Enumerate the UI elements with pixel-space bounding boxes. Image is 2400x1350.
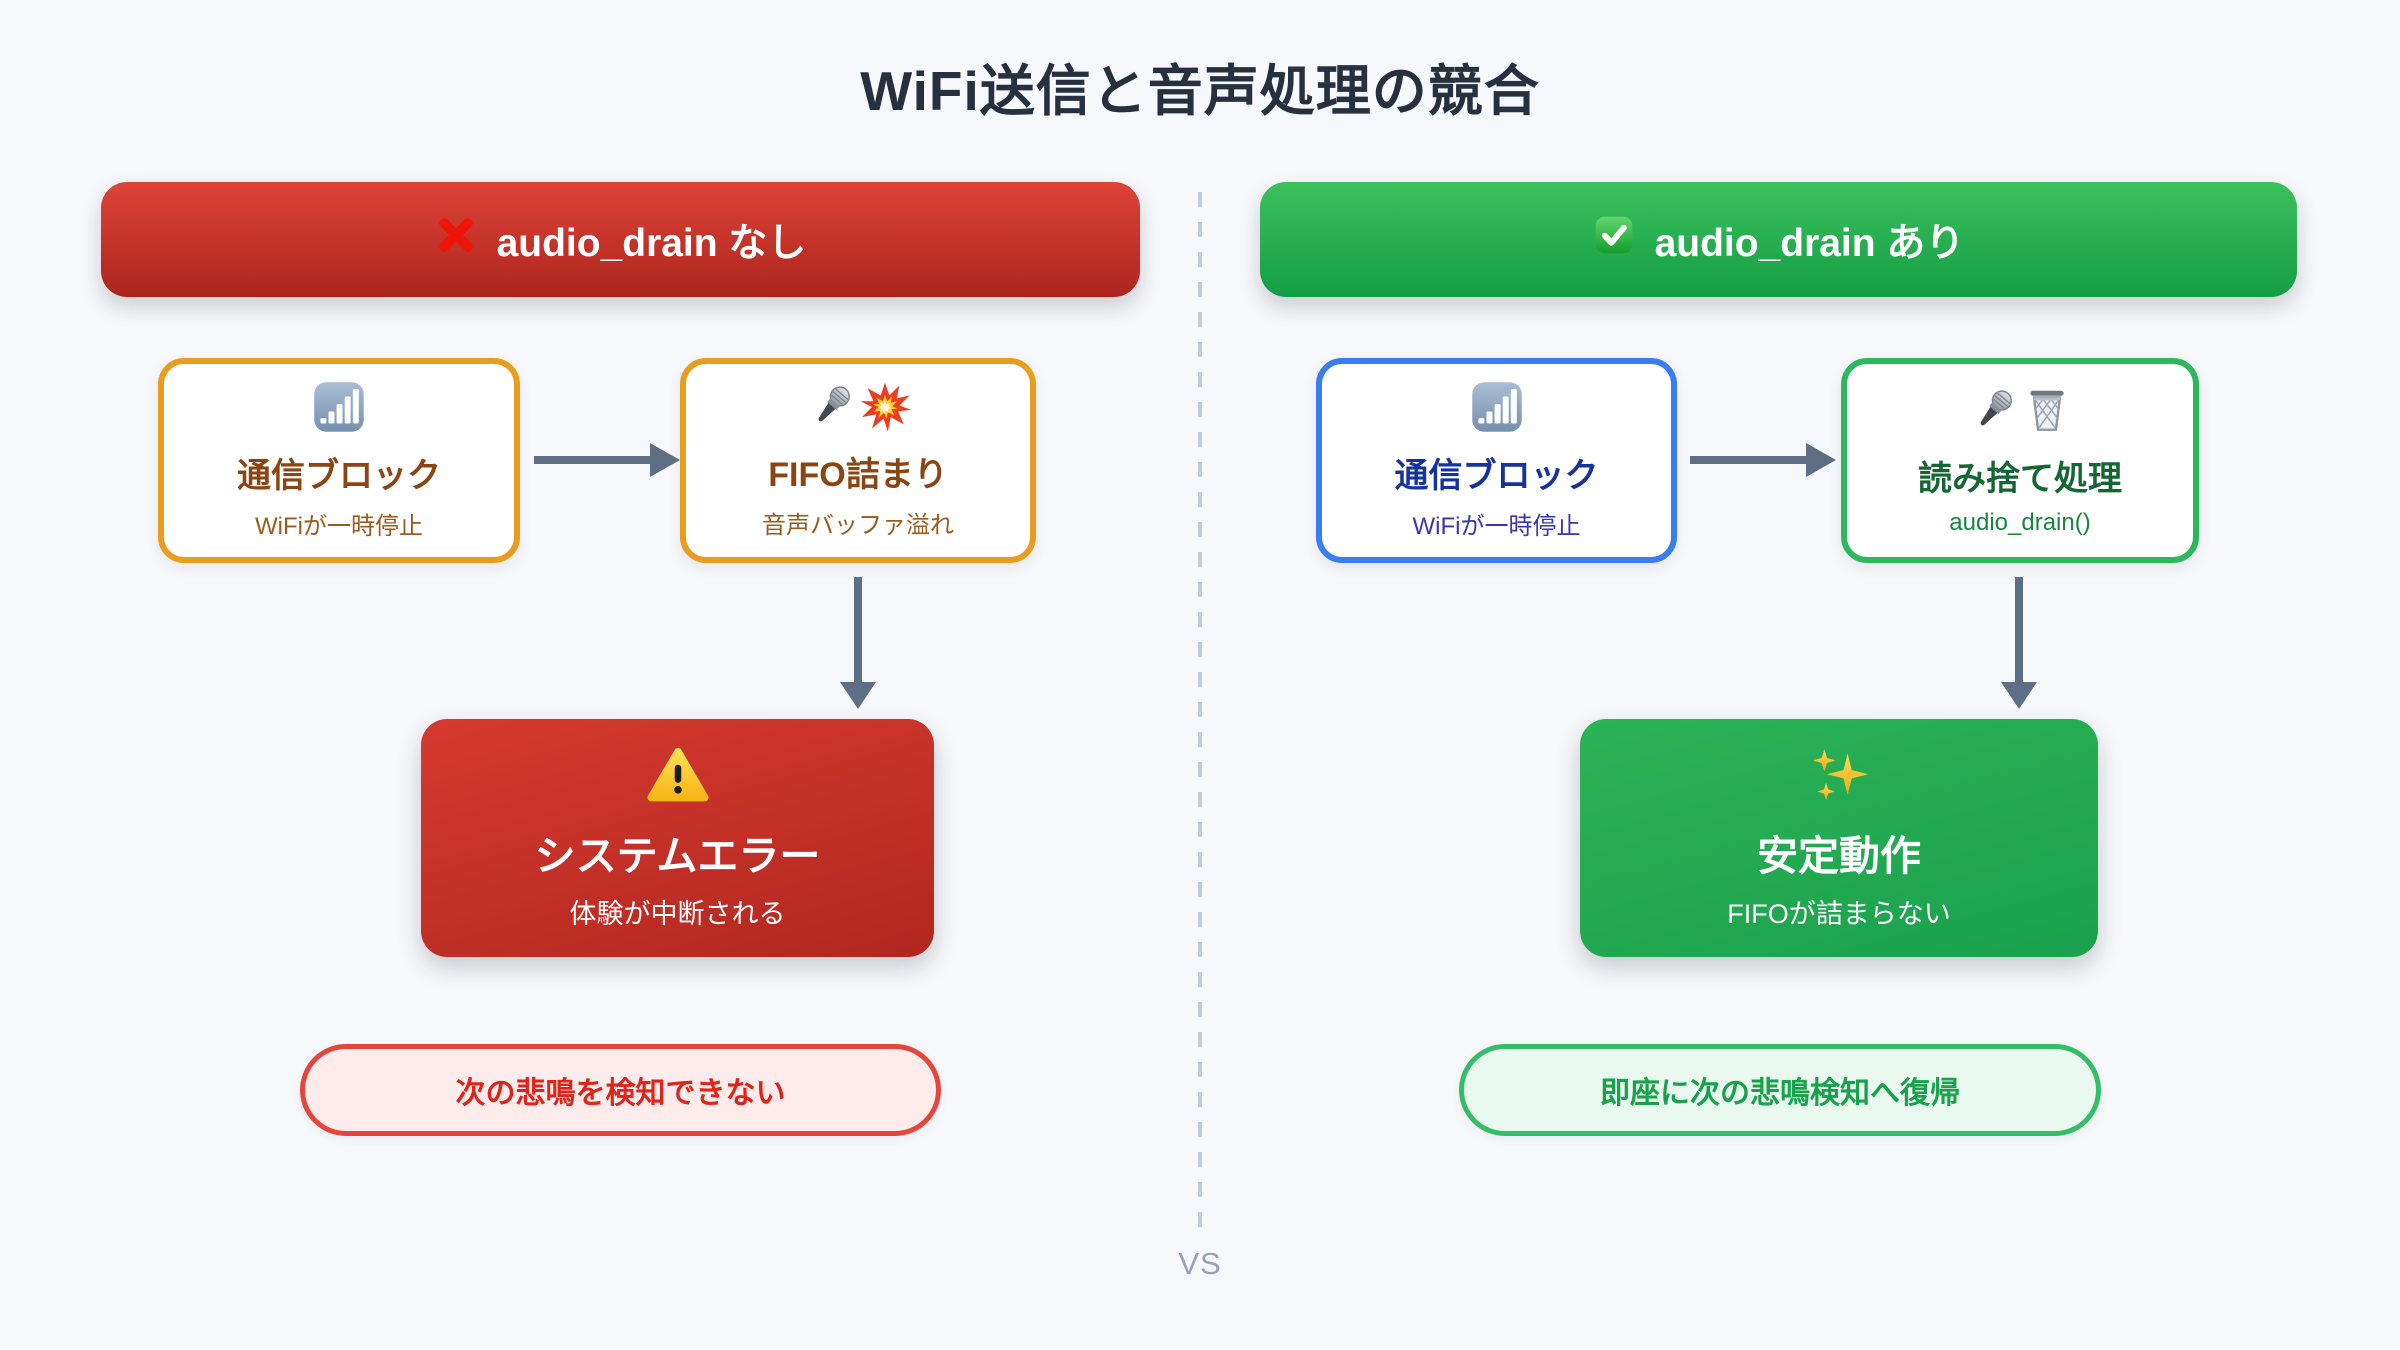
step-title: 読み捨て処理	[1918, 459, 2122, 498]
step-subtitle: audio_drain()	[1949, 508, 2091, 536]
signal-bars-icon	[1470, 380, 1524, 439]
left-header-label: audio_drain なし	[496, 221, 807, 265]
right-arrow-down	[2001, 577, 2037, 709]
step-title: FIFO詰まり	[768, 456, 948, 494]
left-note-text: 次の悲鳴を検知できない	[455, 1077, 786, 1110]
microphone-icon	[805, 381, 857, 438]
right-arrow-right	[1690, 443, 1836, 477]
center-dashed-divider	[1198, 192, 1202, 1234]
collision-icon	[859, 381, 911, 438]
left-step-comm-block: 通信ブロック WiFiが一時停止	[158, 358, 520, 563]
result-title: システムエラー	[534, 833, 821, 879]
left-arrow-right	[534, 443, 680, 477]
right-note-text: 即座に次の悲鳴検知へ復帰	[1600, 1077, 1960, 1110]
result-subtitle: 体験が中断される	[569, 899, 786, 929]
step-subtitle: WiFiが一時停止	[1412, 513, 1581, 540]
check-mark-icon	[1593, 214, 1635, 266]
left-arrow-down	[840, 577, 876, 709]
step-subtitle: 音声バッファ溢れ	[762, 512, 954, 539]
result-subtitle: FIFOが詰まらない	[1727, 899, 1951, 929]
microphone-icon	[1967, 385, 2019, 442]
left-note-pill: 次の悲鳴を検知できない	[300, 1044, 941, 1136]
wastebasket-icon	[2021, 385, 2073, 442]
step-title: 通信ブロック	[237, 457, 441, 495]
vs-label: VS	[1178, 1246, 1222, 1281]
cross-mark-icon	[435, 214, 477, 266]
sparkles-icon	[1808, 745, 1870, 812]
right-step-comm-block: 通信ブロック WiFiが一時停止	[1316, 358, 1677, 563]
signal-bars-icon	[312, 380, 366, 439]
page-title: WiFi送信と音声処理の競合	[860, 60, 1540, 122]
right-note-pill: 即座に次の悲鳴検知へ復帰	[1459, 1044, 2101, 1136]
right-branch-header: audio_drain あり	[1260, 182, 2297, 297]
step-title: 通信ブロック	[1394, 457, 1599, 495]
right-header-label: audio_drain あり	[1654, 221, 1965, 265]
warning-icon	[646, 745, 709, 812]
left-result-system-error: システムエラー 体験が中断される	[421, 719, 934, 957]
left-step-fifo-clog: FIFO詰まり 音声バッファ溢れ	[680, 358, 1036, 563]
result-title: 安定動作	[1757, 833, 1921, 879]
left-branch-header: audio_drain なし	[101, 182, 1140, 297]
right-result-stable: 安定動作 FIFOが詰まらない	[1580, 719, 2098, 957]
step-subtitle: WiFiが一時停止	[255, 513, 423, 540]
right-step-drain: 読み捨て処理 audio_drain()	[1841, 358, 2199, 563]
